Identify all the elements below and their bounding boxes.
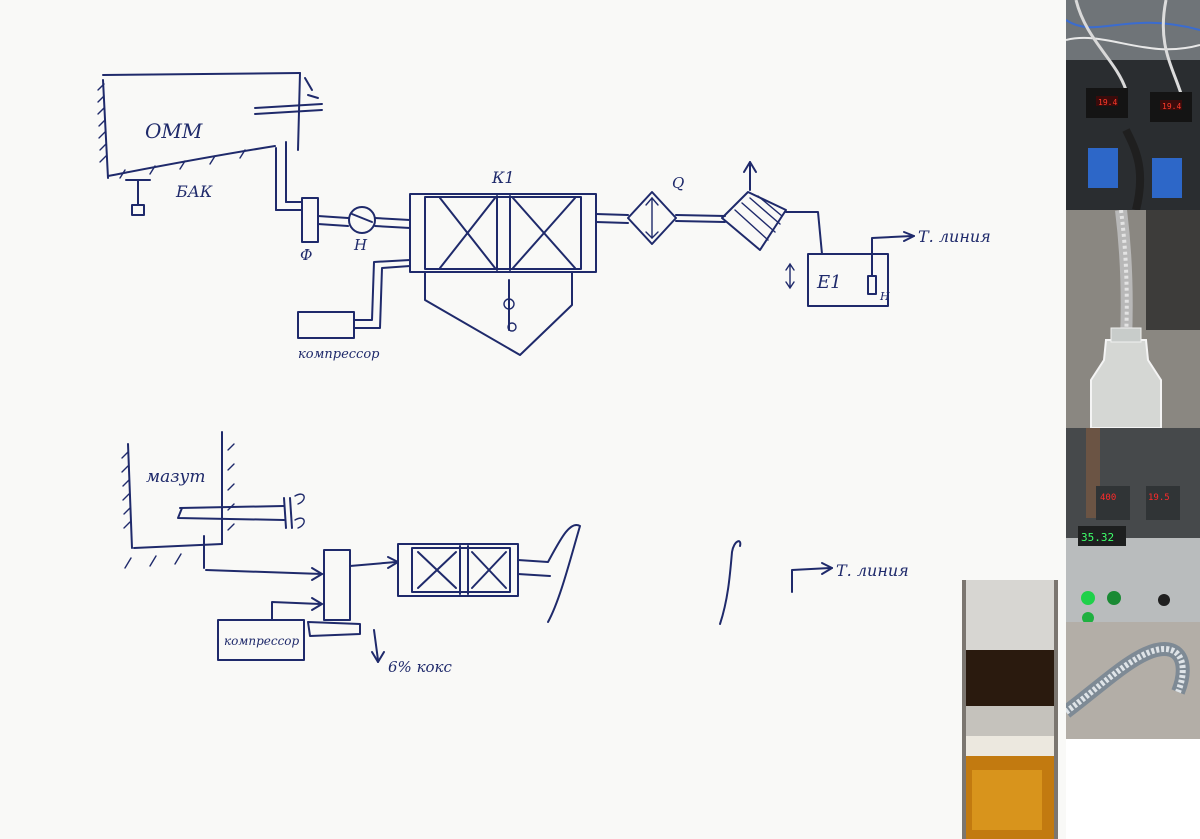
- q-label: Q: [672, 174, 684, 192]
- bak-label: БАК: [175, 182, 213, 201]
- e1-label: Е1: [816, 272, 842, 293]
- controller-display-3: 35.32: [1081, 531, 1114, 544]
- omm-label: OMM: [145, 119, 203, 143]
- compressor-1-label: компрессор: [298, 347, 380, 362]
- compressor-2-label: компрессор: [224, 634, 300, 648]
- controller-displays-photo: 400 19.5 35.32: [1066, 428, 1200, 622]
- separator-symbol: [721, 191, 787, 251]
- k1-label: К1: [491, 168, 515, 187]
- t-line-1-label: Т. линия: [918, 227, 991, 246]
- mazut-label: мазут: [146, 467, 205, 487]
- pump-label: Н: [353, 236, 368, 254]
- heat-exchanger-q: [627, 191, 677, 245]
- coke-label: 6% кокс: [388, 658, 453, 676]
- compressor-2-box: [217, 619, 305, 661]
- panel-display-1: 19.4: [1098, 98, 1117, 107]
- filter-symbol: [301, 197, 319, 243]
- panel-display-2: 19.4: [1162, 102, 1181, 111]
- pump-symbol: [348, 206, 376, 234]
- oil-samples-photo: [962, 580, 1058, 839]
- schematic-sheet: OMM БАК Ф Н компрессор К1 Q: [97, 72, 991, 676]
- control-panel-photo: 19.4 19.4: [1066, 0, 1200, 210]
- metal-hose-photo: [1066, 622, 1200, 739]
- hose-bottle-photo: [1066, 210, 1200, 428]
- receiver-e1: [807, 253, 889, 307]
- filter-label: Ф: [300, 246, 312, 264]
- controller-display-1: 400: [1100, 493, 1116, 503]
- reactor-2: [397, 543, 519, 597]
- compressor-1-box: [297, 311, 355, 339]
- process-schematic: OMM БАК Ф Н компрессор К1 Q: [97, 72, 991, 676]
- omm-tank: [97, 72, 323, 216]
- h2-label: Н: [879, 290, 890, 303]
- mixer-column: [323, 549, 351, 621]
- t-line-2-label: Т. линия: [836, 561, 909, 580]
- mazut-tank: [121, 431, 305, 569]
- controller-display-2: 19.5: [1148, 493, 1170, 503]
- reactor-k1: [409, 193, 597, 356]
